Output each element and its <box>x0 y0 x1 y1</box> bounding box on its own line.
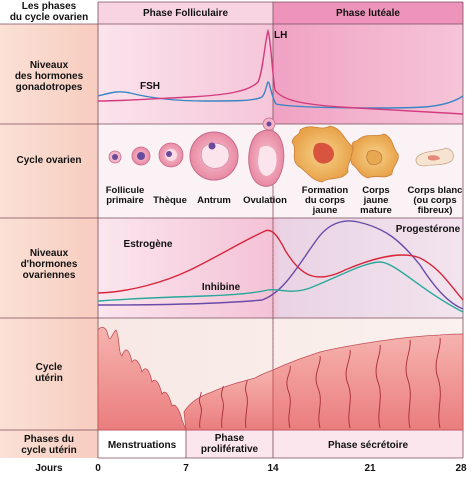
proliferative-bar <box>186 430 273 458</box>
stage-label-corpus-forming: Formation du corps jaune <box>301 185 349 216</box>
left-header-label: Les phases du cycle ovarien <box>9 1 89 23</box>
luteal-phase-label: Phase lutéale <box>336 8 400 19</box>
antrum-illustration <box>158 142 184 168</box>
fsh-label: FSH <box>140 81 160 92</box>
antrum-follicle-illustration <box>189 131 239 181</box>
day-tick-14: 14 <box>267 463 279 474</box>
ovulation-illustration <box>248 117 285 187</box>
follicular-phase-label: Phase Folliculaire <box>142 8 229 19</box>
corpus-luteum-forming-illustration <box>291 125 354 183</box>
progesterone-label: Progestérone <box>395 224 461 235</box>
lh-curve <box>97 28 464 115</box>
day-tick-21: 21 <box>364 463 376 474</box>
left-column-bg <box>0 0 98 480</box>
ovarian-hormones-row-label: Niveaux d'hormones ovariennes <box>20 248 78 281</box>
gonadotropes-follicular-bg <box>98 24 273 124</box>
follicle-primary-illustration <box>108 150 122 164</box>
gonadotropes-row-label: Niveaux des hormones gonadotropes <box>14 60 84 93</box>
lh-label: LH <box>274 30 288 41</box>
stage-label-ovulation: Ovulation <box>243 195 287 206</box>
stage-label-corpus-albicans: Corps blanc (ou corps fibreux) <box>407 185 463 216</box>
corpus-albicans-illustration <box>415 147 454 167</box>
left-header-bg <box>0 0 98 24</box>
menstruation-bar <box>98 430 186 458</box>
secretory-bar <box>273 430 463 458</box>
inhibin-label: Inhibine <box>201 282 241 293</box>
inhibin-curve <box>97 261 464 313</box>
theca-illustration <box>131 146 151 166</box>
hormones-row-bg <box>98 218 463 318</box>
ovarian-cycle-row-label: Cycle ovarien <box>16 155 82 166</box>
uterine-phases-row-label: Phases du cycle utérin <box>21 434 77 456</box>
estrogen-curve <box>97 229 464 301</box>
secretory-phase-label: Phase sécrétoire <box>327 440 409 451</box>
uterine-glands <box>199 337 441 429</box>
fsh-curve <box>97 81 464 109</box>
stage-label-corpus-mature: Corps jaune mature <box>360 185 392 216</box>
day-tick-28: 28 <box>455 463 467 474</box>
stage-label-primary-follicle: Follicule primaire <box>105 185 145 206</box>
corpus-luteum-mature-illustration <box>350 133 399 179</box>
uterine-cycle-row-label: Cycle utérin <box>35 362 63 384</box>
day-tick-7: 7 <box>183 463 189 474</box>
stage-label-antrum: Antrum <box>197 195 231 206</box>
proliferative-phase-label: Phase proliférative <box>200 433 259 455</box>
days-label: Jours <box>35 463 63 474</box>
endometrium-menstruation <box>97 326 187 431</box>
left-days-bg <box>0 458 98 480</box>
day-tick-0: 0 <box>95 463 101 474</box>
luteal-header-bg <box>273 2 463 24</box>
estrogen-label: Estrogène <box>123 239 173 250</box>
stage-label-theca: Thèque <box>153 195 187 206</box>
endometrium-proliferative <box>183 369 274 431</box>
progesterone-curve <box>97 220 464 310</box>
follicular-header-bg <box>98 2 273 24</box>
menstruation-phase-label: Menstruations <box>107 440 177 451</box>
